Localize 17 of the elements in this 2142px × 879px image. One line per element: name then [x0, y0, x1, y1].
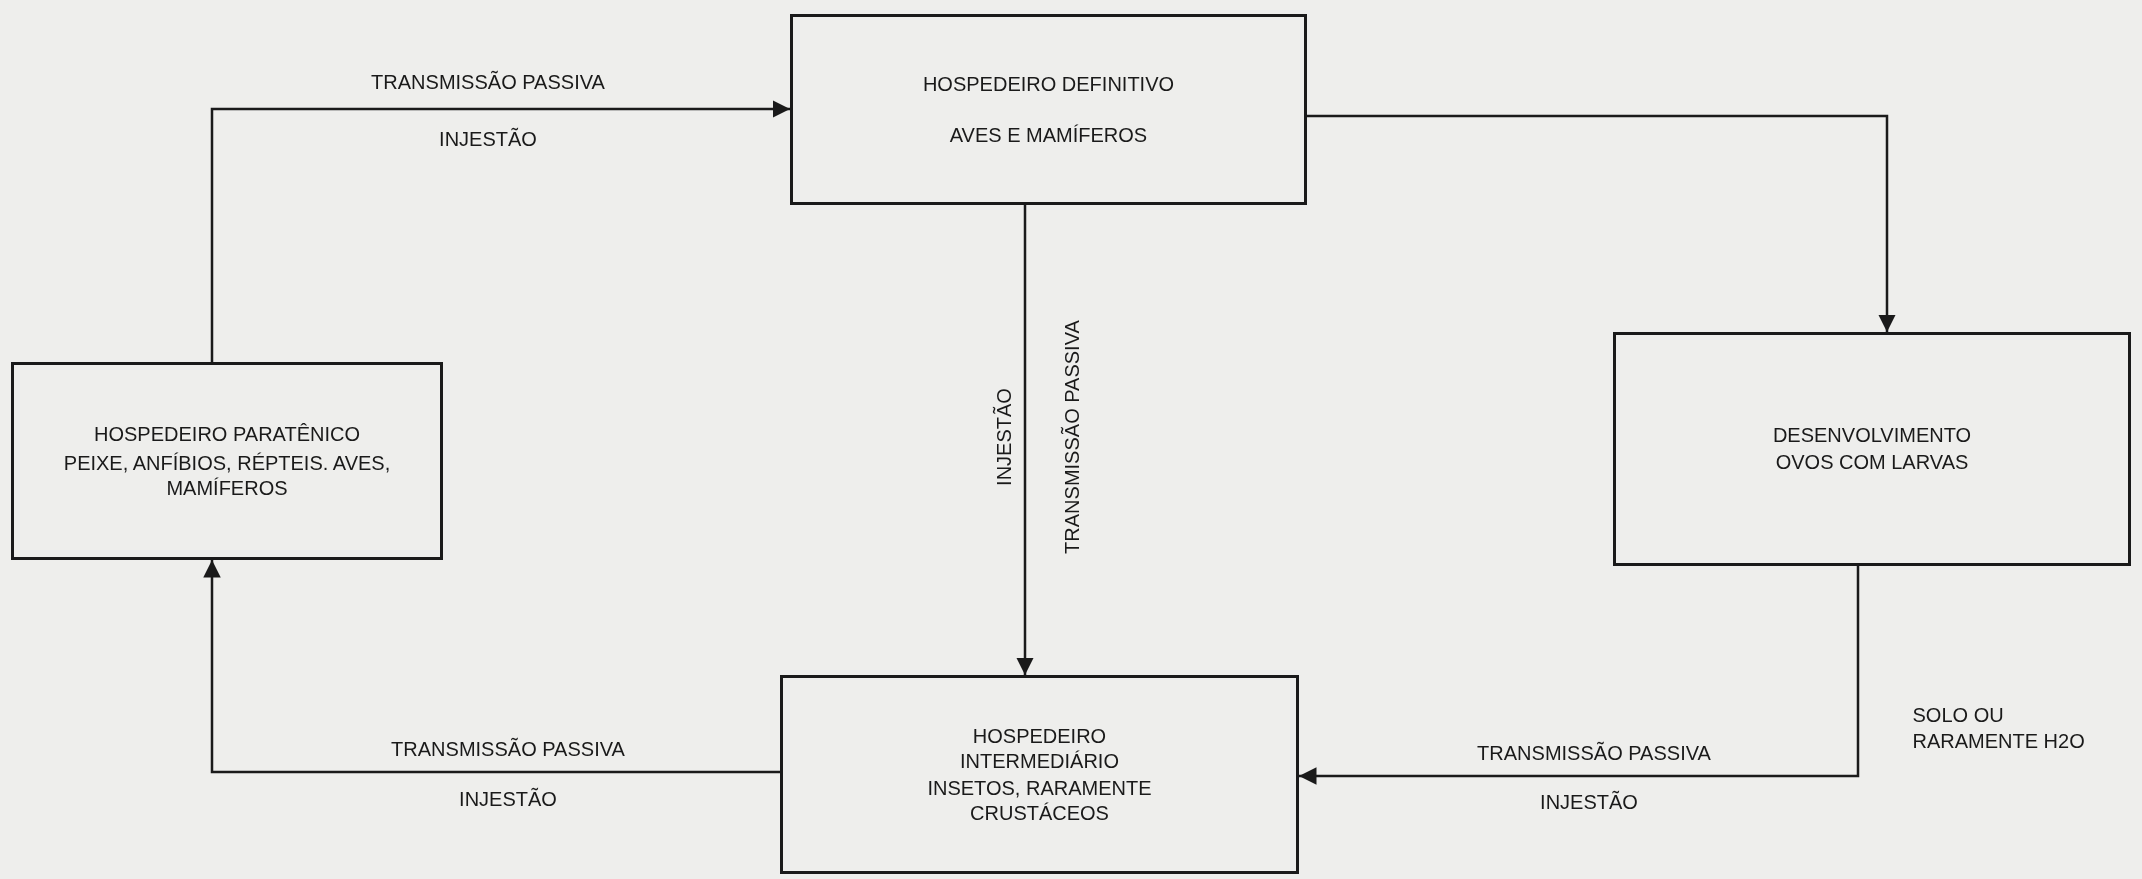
arrow	[1299, 566, 1860, 785]
box-text: INSETOS, RARAMENTE CRUSTÁCEOS	[926, 775, 1153, 826]
box-text: PEIXE, ANFÍBIOS, RÉPTEIS. AVES, MAMÍFEROS	[62, 450, 392, 501]
box-text: AVES E MAMÍFEROS	[949, 122, 1148, 148]
arrow	[210, 100, 790, 362]
box-text: HOSPEDEIRO INTERMEDIÁRIO	[959, 723, 1120, 774]
process-box	[790, 14, 1307, 205]
arrow	[203, 560, 780, 774]
process-box	[11, 362, 443, 560]
box-text: HOSPEDEIRO PARATÊNICO	[94, 421, 360, 447]
process-box	[1613, 332, 2131, 566]
box-text: DESENVOLVIMENTO	[1772, 423, 1972, 448]
box-text: OVOS COM LARVAS	[1775, 450, 1969, 475]
process-box	[780, 675, 1299, 874]
box-text: HOSPEDEIRO DEFINITIVO	[922, 71, 1175, 97]
arrow	[1307, 114, 1896, 332]
arrow	[1016, 205, 1034, 675]
